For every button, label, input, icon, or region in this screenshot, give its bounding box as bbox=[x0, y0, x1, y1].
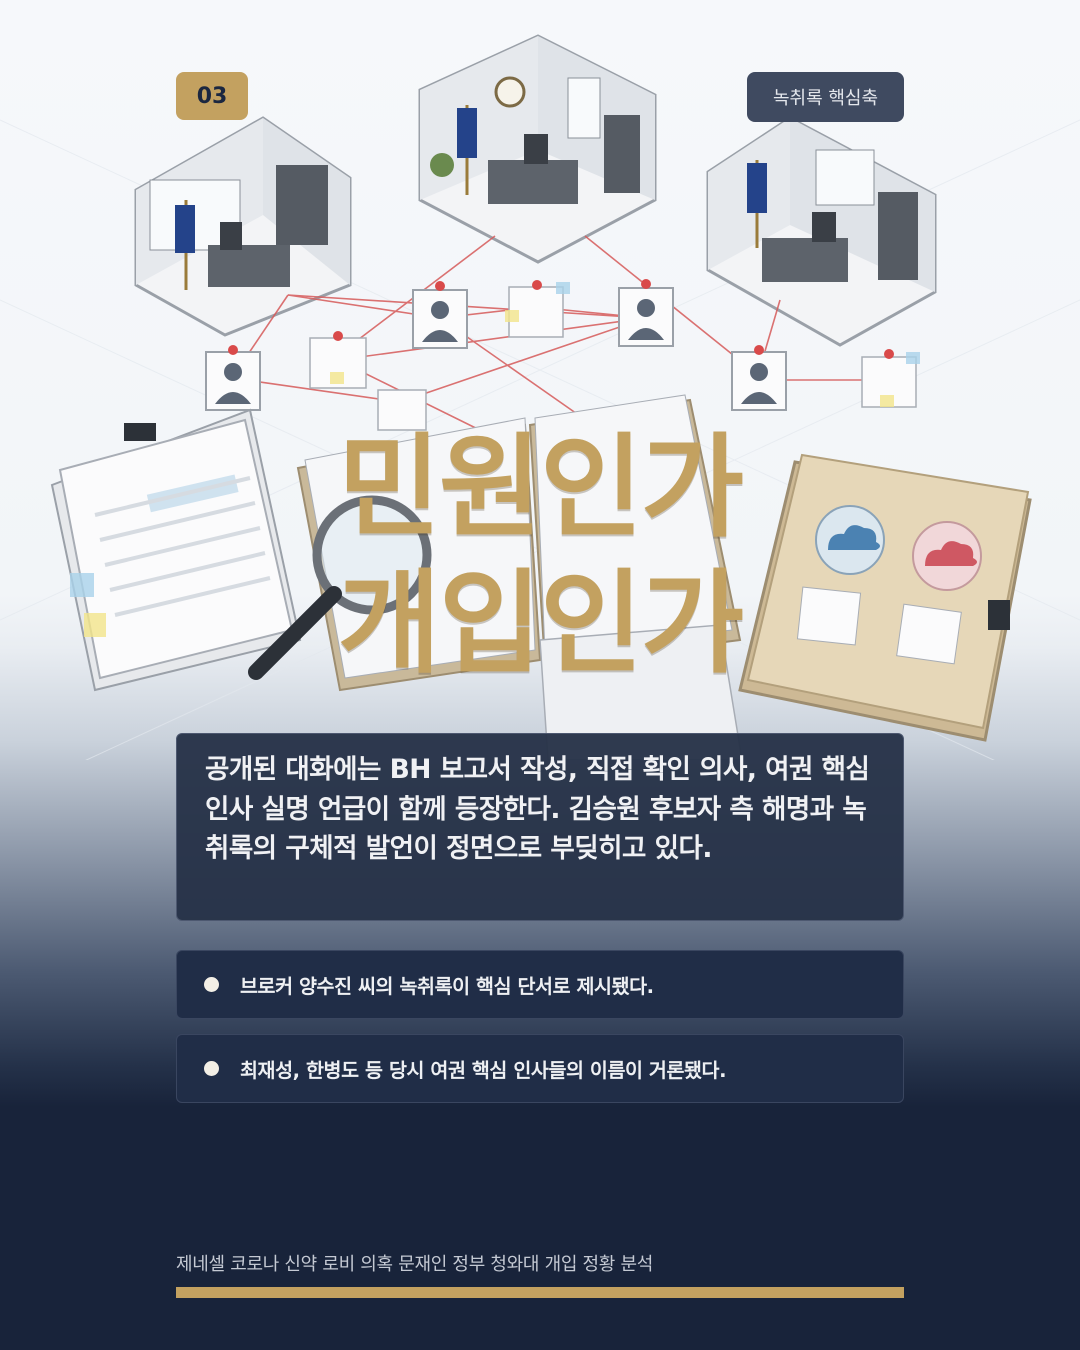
person-card bbox=[618, 279, 674, 347]
footer-caption: 제네셀 코로나 신약 로비 의혹 문재인 정부 청와대 개입 정황 분석 bbox=[176, 1254, 653, 1275]
summary-text: 공개된 대화에는 BH 보고서 작성, 직접 확인 의사, 여권 핵심 인사 실… bbox=[205, 754, 870, 864]
bullet-text: 브로커 양수진 씨의 녹취록이 핵심 단서로 제시됐다. bbox=[240, 975, 654, 998]
bullet-item: 브로커 양수진 씨의 녹취록이 핵심 단서로 제시됐다. bbox=[176, 950, 904, 1019]
headline-line-1: 민원인가 bbox=[337, 423, 744, 553]
bullet-item: 최재성, 한병도 등 당시 여권 핵심 인사들의 이름이 거론됐다. bbox=[176, 1034, 904, 1103]
office-room-right bbox=[706, 116, 937, 347]
office-room-center bbox=[418, 34, 657, 264]
topic-tag: 녹취록 핵심축 bbox=[747, 72, 904, 122]
magnifier-icon bbox=[248, 495, 432, 680]
investigation-illustration bbox=[0, 34, 1080, 760]
headline-line-2: 개입인가 bbox=[337, 559, 744, 689]
bullet-text: 최재성, 한병도 등 당시 여권 핵심 인사들의 이름이 거론됐다. bbox=[240, 1059, 727, 1082]
office-room-left bbox=[134, 116, 352, 337]
accent-bar bbox=[176, 1287, 904, 1298]
bullet-dot-icon bbox=[204, 977, 219, 992]
person-card bbox=[731, 345, 787, 411]
headline: 민원인가 개입인가 bbox=[0, 420, 1080, 692]
person-card bbox=[205, 345, 261, 411]
summary-card: 공개된 대화에는 BH 보고서 작성, 직접 확인 의사, 여권 핵심 인사 실… bbox=[176, 733, 904, 921]
case-folder-right bbox=[738, 453, 1032, 742]
binder-stack-left bbox=[50, 408, 302, 692]
bullet-dot-icon bbox=[204, 1061, 219, 1076]
person-card bbox=[412, 281, 468, 349]
section-number-badge: 03 bbox=[176, 72, 248, 120]
